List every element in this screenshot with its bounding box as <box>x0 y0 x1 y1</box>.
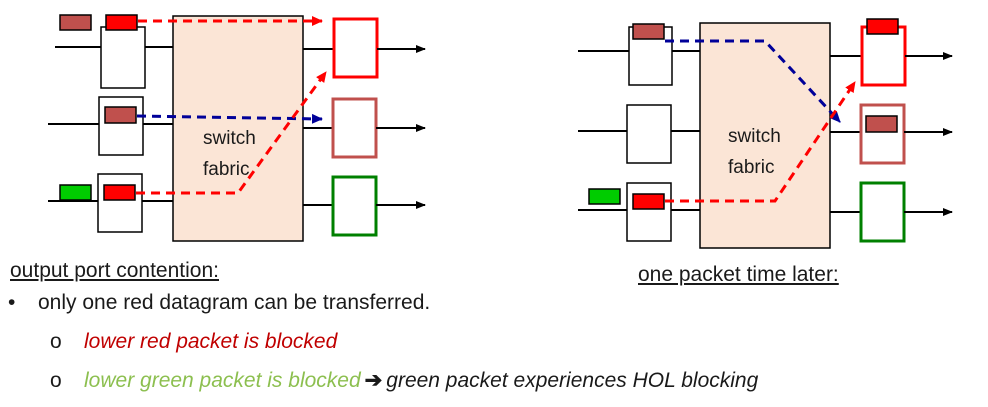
r-packet-red-bottom <box>632 193 665 210</box>
packet-darkred-middle <box>104 106 137 124</box>
fabric-label-switch: switch <box>203 128 256 149</box>
output-port-1-red <box>332 17 379 79</box>
path-blue-middle <box>136 113 323 124</box>
switch-fabric <box>172 15 304 242</box>
packet-red-top <box>105 14 138 31</box>
r-output-port-1-red <box>860 25 907 87</box>
sub-bullet-red-text: lower red packet is blocked <box>84 330 338 353</box>
fabric-label-fabric: fabric <box>203 159 249 180</box>
bullet-symbol: • <box>8 291 16 314</box>
r-switch-fabric <box>699 22 831 249</box>
input-port-2 <box>98 96 144 156</box>
hol-blocking-diagram: switch fabric <box>48 14 953 249</box>
r-output-port-3-green <box>859 181 906 243</box>
packet-green-queued <box>59 184 92 201</box>
caption-one-packet-time-later: one packet time later: <box>638 263 839 286</box>
sub-bullet-green: o lower green packet is blocked➔green pac… <box>50 368 758 393</box>
packet-darkred-queued <box>59 14 92 31</box>
left-panel: switch fabric <box>48 14 426 242</box>
bullet-main: • only one red datagram can be transferre… <box>8 291 430 315</box>
sub-bullet-hol-text: green packet experiences HOL blocking <box>386 369 759 392</box>
r-fabric-label-fabric: fabric <box>728 157 774 178</box>
r-fabric-label-switch: switch <box>728 126 781 147</box>
right-panel: switch fabric <box>578 18 953 249</box>
packet-red-bottom <box>103 184 136 201</box>
right-arrow-icon: ➔ <box>364 369 383 392</box>
r-path-red <box>665 81 857 203</box>
input-port-3 <box>97 173 143 233</box>
output-port-2-darkred <box>331 97 378 159</box>
sub-bullet-green-text: lower green packet is blocked <box>84 369 361 392</box>
r-path-blue <box>665 39 842 124</box>
r-input-port-2 <box>626 104 672 164</box>
r-input-port-3 <box>626 182 672 242</box>
path-red-bottom <box>136 71 328 195</box>
r-packet-green-queued <box>588 188 621 205</box>
r-packet-red-output <box>866 18 899 35</box>
input-port-1 <box>100 26 146 89</box>
r-packet-darkred-output <box>865 115 898 133</box>
sub-bullet-red: o lower red packet is blocked <box>50 330 337 354</box>
r-packet-darkred-input <box>632 23 665 40</box>
sub-bullet-symbol: o <box>50 369 62 392</box>
output-port-3-green <box>331 175 378 237</box>
r-output-port-2-darkred <box>859 103 906 165</box>
bullet-main-text: only one red datagram can be transferred… <box>38 291 431 314</box>
caption-output-port-contention: output port contention: <box>10 259 219 282</box>
sub-bullet-symbol: o <box>50 330 62 353</box>
